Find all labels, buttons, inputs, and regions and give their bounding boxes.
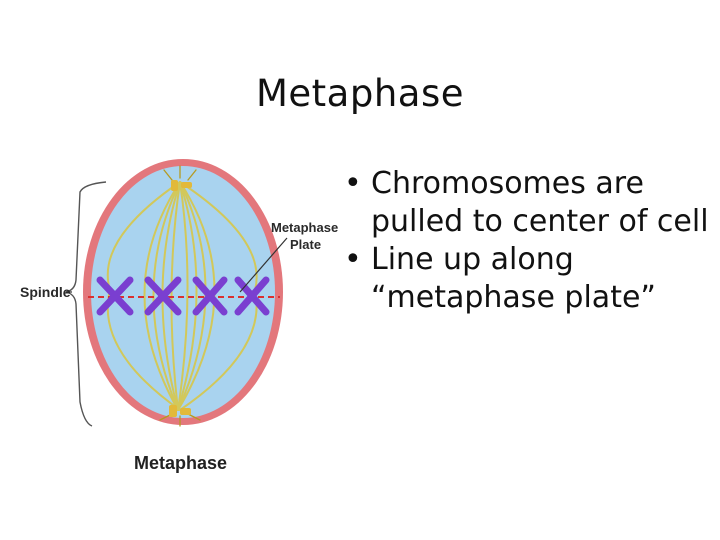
bullet-dot-icon: • (344, 242, 362, 277)
spindle-label: Spindle (20, 284, 71, 300)
metaphase-diagram: Spindle Metaphase Plate Metaphase (0, 140, 720, 500)
slide-title: Metaphase (255, 72, 465, 115)
diagram-caption: Metaphase (134, 453, 228, 473)
chromosome-2 (144, 276, 182, 316)
bullet-list: •Chromosomes are pulled to center of cel… (340, 165, 715, 317)
centrosome-top (171, 180, 192, 191)
centrosome-bottom (169, 405, 191, 417)
bullet-item: •Chromosomes are pulled to center of cel… (344, 166, 709, 239)
metaphase-plate-label-line1: Metaphase (271, 220, 339, 235)
chromosome-4 (234, 276, 270, 316)
chromosomes (96, 276, 270, 316)
metaphase-plate-label-line2: Plate (290, 237, 322, 252)
chromosome-1 (96, 276, 134, 316)
cell-body (91, 166, 275, 418)
chromosome-3 (192, 276, 228, 316)
bullet-item: •Line up along “metaphase plate” (344, 242, 656, 315)
plate-pointer-line (239, 237, 288, 293)
bullet-dot-icon: • (344, 166, 362, 201)
spindle-fibers (106, 181, 258, 411)
cell-illustration (65, 159, 288, 427)
